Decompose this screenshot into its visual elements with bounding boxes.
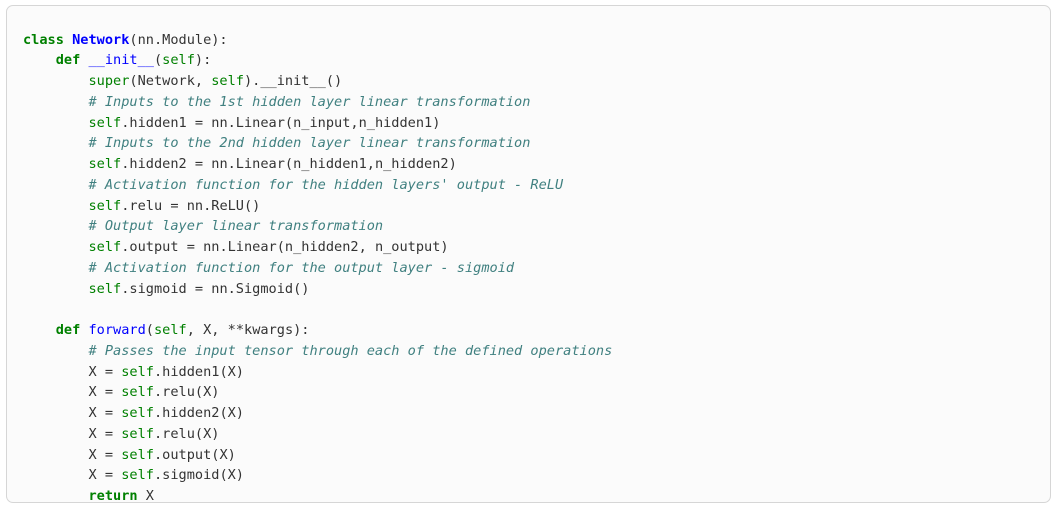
code-line: self.relu = nn.ReLU(): [23, 196, 1036, 217]
code-token-plain: (nn.Module):: [129, 31, 228, 48]
code-token-keyword: return: [88, 488, 138, 503]
code-token-plain: .relu(X): [153, 384, 220, 401]
code-token-plain: [23, 115, 88, 131]
code-token-plain: [80, 322, 88, 338]
code-token-name: Network: [72, 31, 130, 48]
code-token-plain: X: [137, 488, 154, 503]
code-token-plain: .sigmoid(X): [153, 467, 244, 484]
code-token-plain: (: [145, 322, 154, 339]
code-block-card: class Network(nn.Module): def __init__(s…: [6, 5, 1051, 503]
code-token-plain: X =: [23, 405, 122, 422]
code-token-plain: [23, 135, 88, 151]
code-token-keyword: def: [55, 52, 81, 69]
code-line: self.output = nn.Linear(n_hidden2, n_out…: [23, 237, 1036, 258]
code-token-comment: # Activation function for the hidden lay…: [88, 176, 564, 193]
code-token-comment: # Inputs to the 2nd hidden layer linear …: [88, 135, 531, 152]
code-line: X = self.sigmoid(X): [23, 465, 1036, 486]
code-line: # Activation function for the output lay…: [23, 258, 1036, 279]
code-line: return X: [23, 486, 1036, 503]
code-token-plain: X =: [23, 425, 122, 442]
code-token-plain: [23, 52, 56, 68]
code-token-plain: X =: [23, 363, 122, 380]
code-token-plain: .relu = nn.ReLU(): [121, 197, 261, 214]
code-line: class Network(nn.Module):: [23, 30, 1036, 51]
code-token-builtin: super: [88, 73, 130, 90]
code-token-self: self: [211, 73, 244, 90]
code-line: X = self.hidden1(X): [23, 362, 1036, 383]
code-token-plain: [23, 322, 56, 338]
code-line: X = self.hidden2(X): [23, 403, 1036, 424]
code-line: # Inputs to the 2nd hidden layer linear …: [23, 133, 1036, 154]
code-line: # Passes the input tensor through each o…: [23, 341, 1036, 362]
code-line: super(Network, self).__init__(): [23, 71, 1036, 92]
code-token-self: self: [88, 280, 122, 297]
code-token-plain: .output = nn.Linear(n_hidden2, n_output): [121, 239, 449, 256]
code-line: X = self.output(X): [23, 445, 1036, 466]
code-token-plain: [64, 32, 72, 48]
code-token-plain: .relu(X): [153, 425, 220, 442]
code-token-plain: , X, **kwargs):: [186, 322, 310, 339]
code-token-plain: .hidden1(X): [153, 363, 244, 380]
code-line: X = self.relu(X): [23, 424, 1036, 445]
code-token-plain: (: [153, 52, 163, 69]
code-line: def __init__(self):: [23, 50, 1036, 71]
code-token-plain: .hidden2 = nn.Linear(n_hidden1,n_hidden2…: [121, 156, 457, 173]
code-token-self: self: [121, 467, 154, 484]
code-token-plain: (Network,: [129, 73, 212, 90]
code-line: # Activation function for the hidden lay…: [23, 175, 1036, 196]
code-token-plain: [80, 52, 88, 68]
code-token-keyword: def: [55, 322, 81, 339]
code-token-comment: # Output layer linear transformation: [88, 218, 384, 235]
code-token-plain: [23, 177, 88, 193]
code-token-self: self: [88, 197, 122, 214]
code-token-func: __init__: [88, 52, 154, 69]
code-token-plain: .hidden1 = nn.Linear(n_input,n_hidden1): [121, 114, 441, 131]
code-token-plain: [23, 73, 88, 89]
code-line: self.hidden2 = nn.Linear(n_hidden1,n_hid…: [23, 154, 1036, 175]
code-token-plain: [23, 488, 88, 502]
code-line: # Inputs to the 1st hidden layer linear …: [23, 92, 1036, 113]
code-token-plain: [23, 343, 88, 359]
code-token-comment: # Activation function for the output lay…: [88, 259, 515, 276]
code-token-plain: .hidden2(X): [153, 405, 244, 422]
code-line: # Output layer linear transformation: [23, 216, 1036, 237]
code-token-plain: [23, 239, 88, 255]
code-token-plain: ).__init__(): [244, 73, 343, 90]
code-token-self: self: [121, 425, 154, 442]
code-token-keyword: class: [23, 31, 64, 48]
code-line: X = self.relu(X): [23, 382, 1036, 403]
code-token-comment: # Passes the input tensor through each o…: [88, 342, 613, 359]
code-token-comment: # Inputs to the 1st hidden layer linear …: [88, 93, 531, 110]
code-token-plain: X =: [23, 446, 122, 463]
code-token-plain: X =: [23, 384, 122, 401]
code-token-self: self: [162, 52, 195, 69]
code-token-self: self: [121, 405, 154, 422]
code-token-self: self: [121, 384, 154, 401]
code-token-plain: [23, 260, 88, 276]
code-line: [23, 299, 1036, 320]
source-code[interactable]: class Network(nn.Module): def __init__(s…: [7, 20, 1050, 503]
code-token-plain: [23, 281, 88, 297]
code-token-plain: [23, 94, 88, 110]
code-token-plain: .sigmoid = nn.Sigmoid(): [121, 280, 310, 297]
code-line: self.hidden1 = nn.Linear(n_input,n_hidde…: [23, 113, 1036, 134]
code-token-plain: ):: [194, 52, 212, 69]
code-token-plain: [23, 218, 88, 234]
code-token-func: forward: [88, 322, 146, 339]
code-token-plain: [23, 198, 88, 214]
code-token-self: self: [121, 363, 154, 380]
code-token-self: self: [121, 446, 154, 463]
code-line: def forward(self, X, **kwargs):: [23, 320, 1036, 341]
code-token-self: self: [88, 114, 122, 131]
code-token-plain: X =: [23, 467, 122, 484]
code-token-plain: [23, 156, 88, 172]
code-token-self: self: [153, 322, 187, 339]
code-line: self.sigmoid = nn.Sigmoid(): [23, 279, 1036, 300]
code-token-plain: .output(X): [153, 446, 236, 463]
code-token-self: self: [88, 239, 122, 256]
code-token-self: self: [88, 156, 122, 173]
